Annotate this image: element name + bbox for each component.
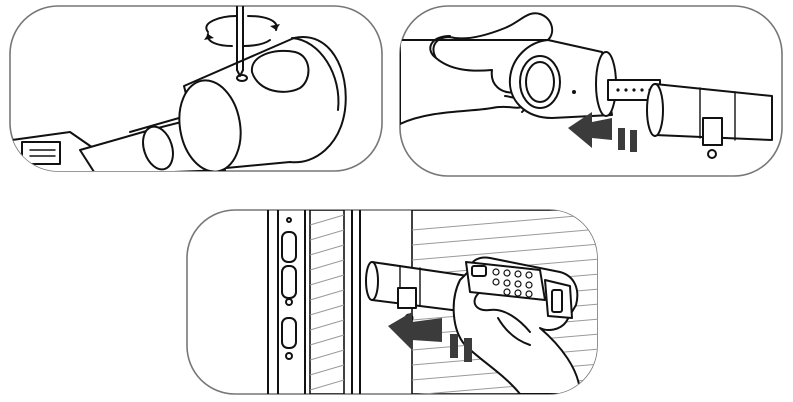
push-arrow-icon: [568, 112, 637, 152]
push-arrow-icon: [388, 312, 472, 362]
lock-cylinder: [646, 83, 773, 159]
knob-body: [178, 35, 347, 171]
door-panel-hatch-left: [309, 210, 361, 394]
screw-hole: [236, 74, 248, 82]
hand-with-keypad: [452, 256, 581, 394]
panel-3-insert-keypad: [186, 209, 598, 395]
keypad-icon: [465, 261, 546, 301]
door-edge: [267, 210, 306, 394]
knob-window: [250, 50, 310, 93]
panel-1-screw-tighten: [9, 5, 383, 172]
knob-cylinder: [508, 39, 617, 119]
screwdriver-icon: [236, 6, 244, 77]
drive-shaft: [607, 79, 661, 101]
panel-2-slide-knob: [399, 5, 783, 177]
rotate-arrows-icon: [204, 15, 280, 47]
